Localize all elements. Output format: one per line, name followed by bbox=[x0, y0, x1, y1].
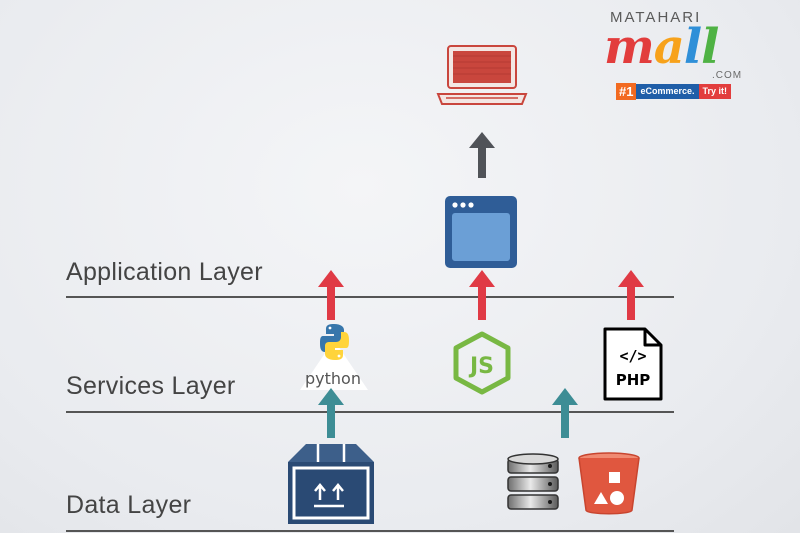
up-arrow-red-icon bbox=[469, 270, 495, 320]
logo-mall-letter: l bbox=[701, 19, 719, 75]
services-layer-line bbox=[66, 411, 674, 413]
data-layer-label: Data Layer bbox=[66, 491, 192, 519]
up-arrow-red-icon bbox=[618, 270, 644, 320]
logo-mall-letter: a bbox=[653, 19, 685, 75]
application-layer-line bbox=[66, 296, 674, 298]
logo-mall-text: mall bbox=[604, 19, 719, 75]
logo-com-text: .COM bbox=[712, 70, 743, 81]
application-layer-label: Application Layer bbox=[66, 258, 263, 286]
up-arrow-red-icon bbox=[318, 270, 344, 320]
nodejs-logo-icon: JS bbox=[453, 331, 511, 395]
logo-tagline: eCommerce. bbox=[636, 83, 699, 99]
database-icon bbox=[507, 453, 559, 510]
services-layer-label: Services Layer bbox=[66, 372, 236, 400]
up-arrow-teal-icon bbox=[552, 388, 578, 438]
laptop-icon bbox=[436, 45, 528, 105]
svg-text:</>: </> bbox=[619, 347, 646, 365]
up-arrow-gray-icon bbox=[469, 132, 495, 178]
browser-window-icon bbox=[445, 196, 517, 268]
logo-rank: #1 bbox=[616, 82, 637, 100]
matahari-mall-logo: MATAHARI mall .COM #1 eCommerce. Try it! bbox=[604, 5, 754, 103]
logo-cta: Try it! bbox=[698, 83, 732, 99]
up-arrow-teal-icon bbox=[318, 388, 344, 438]
storage-bucket-icon bbox=[578, 452, 640, 515]
nodejs-label: JS bbox=[468, 354, 494, 379]
python-logo-icon: python bbox=[300, 324, 368, 390]
package-box-icon bbox=[288, 444, 374, 524]
python-label: python bbox=[305, 369, 361, 388]
logo-mall-letter: l bbox=[683, 19, 702, 75]
data-layer-line bbox=[66, 530, 674, 532]
php-label: PHP bbox=[616, 371, 651, 389]
logo-tagline-bar: #1 eCommerce. Try it! bbox=[616, 82, 732, 100]
logo-top-text: MATAHARI bbox=[610, 9, 702, 26]
logo-mall-letter: m bbox=[604, 19, 655, 75]
php-file-icon: </> PHP bbox=[603, 327, 663, 401]
